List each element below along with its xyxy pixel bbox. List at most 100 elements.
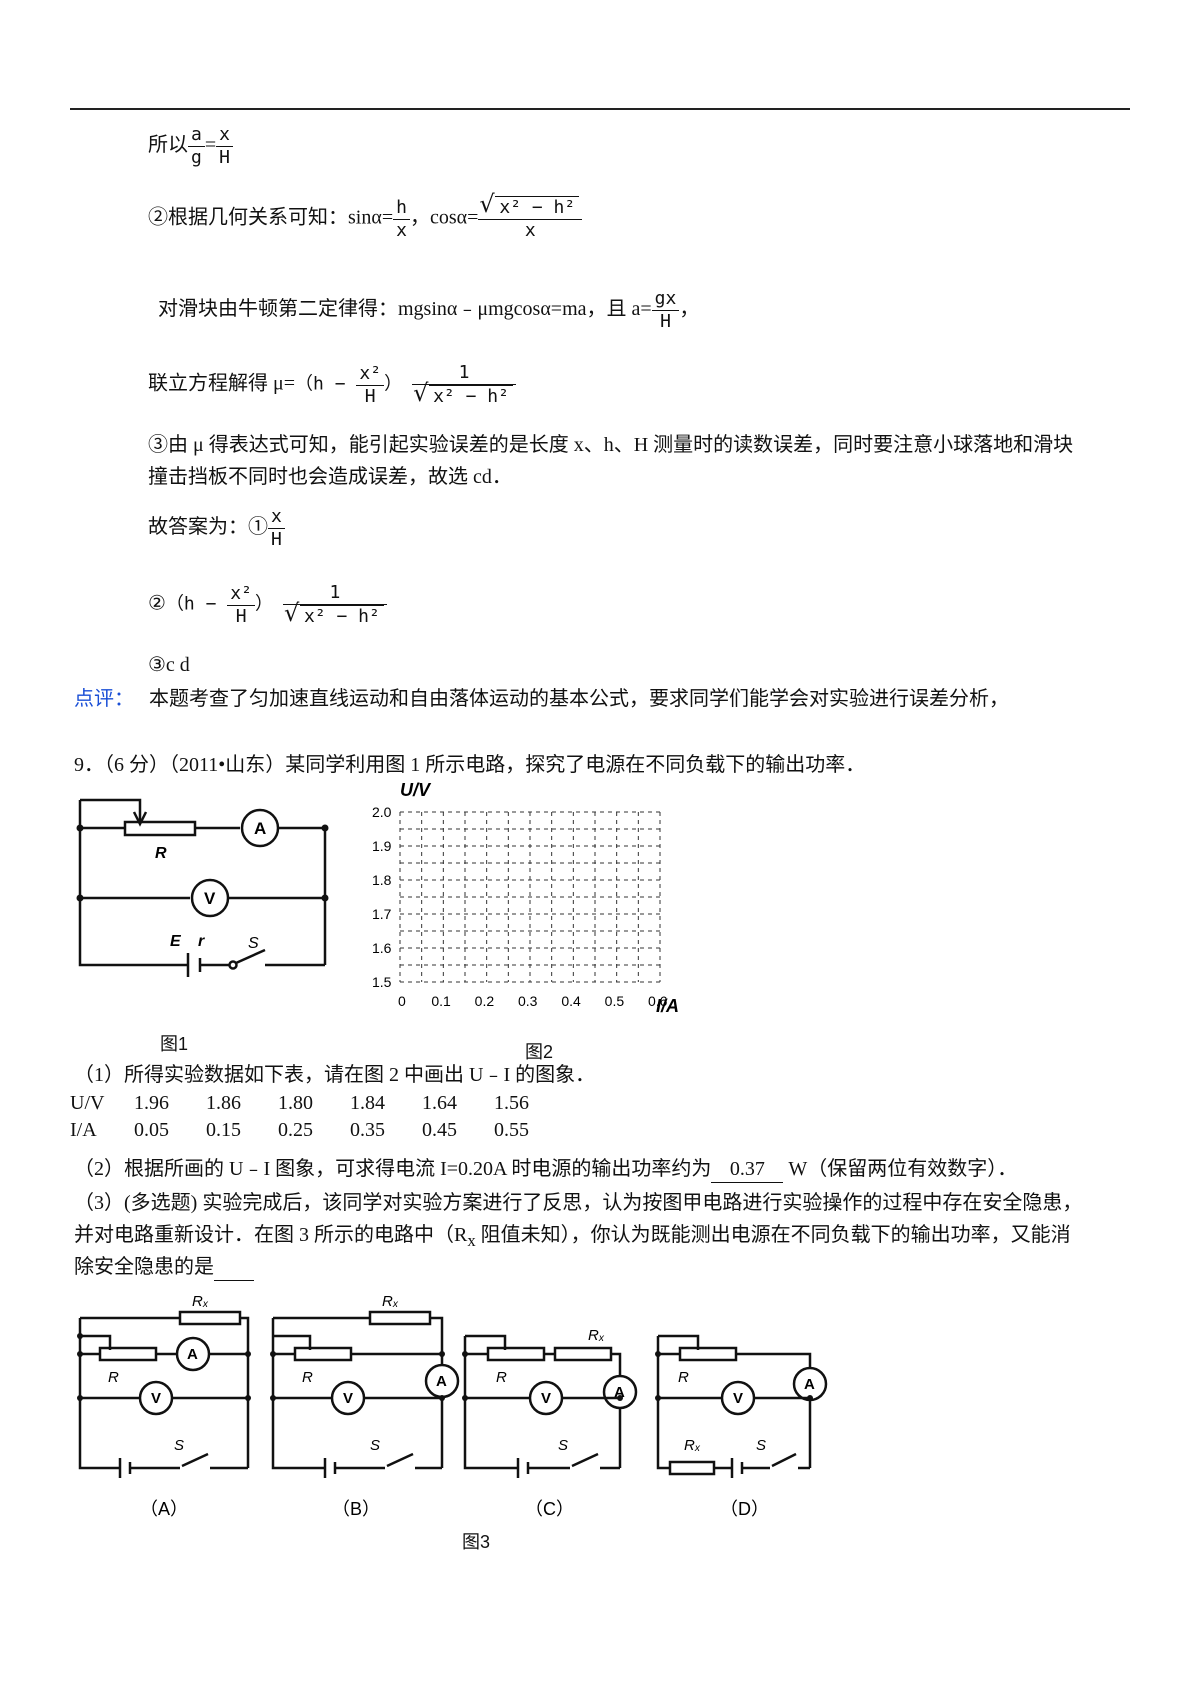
voltmeter-label-b: V: [343, 1390, 353, 1407]
figure-3-caption: 图3: [462, 1532, 491, 1552]
fraction-denominator: x² − h²: [283, 602, 387, 628]
fraction-denominator: g: [191, 147, 202, 168]
option-label-c: （C）: [525, 1499, 574, 1519]
fraction-numerator: gx: [651, 288, 680, 311]
r-label-d: R: [678, 1369, 689, 1386]
fraction-one-over-sqrt: 1x² − h²: [412, 362, 516, 408]
sqrt-expression: x² − h²: [479, 193, 580, 219]
switch-label: S: [248, 935, 259, 952]
circuit-b: [271, 1310, 460, 1478]
sub-question-3-line2: 并对电路重新设计．在图 3 所示的电路中（Rx 阻值未知），你认为既能测出电源在…: [74, 1222, 1071, 1254]
solution-line-geometry: ②根据几何关系可知：sinα=hx，cosα=x² − h²x: [148, 193, 583, 242]
voltmeter-label-c: V: [541, 1390, 551, 1407]
sqrt-expression: x² − h²: [284, 602, 384, 628]
sub-question-2: （2）根据所画的 U﹣I 图象，可求得电流 I=0.20A 时电源的输出功率约为…: [74, 1156, 1017, 1183]
table-cell: 0.25: [278, 1119, 313, 1141]
fraction-denominator: x² − h²: [412, 382, 516, 408]
fraction-denominator: H: [235, 605, 247, 627]
table-cell: 0.45: [422, 1119, 457, 1141]
ammeter-label-a: A: [187, 1346, 198, 1363]
table-row-u: U/V 1.96 1.86 1.80 1.84 1.64 1.56: [70, 1090, 566, 1117]
circuit-a: [78, 1310, 250, 1478]
question-9-title: 9．（6 分）（2011•山东）某同学利用图 1 所示电路，探究了电源在不同负载…: [74, 754, 866, 776]
x-axis-label: I/A: [656, 996, 679, 1016]
ammeter-label-c: A: [614, 1384, 625, 1401]
sub-question-1: （1）所得实验数据如下表，请在图 2 中画出 U﹣I 的图象．: [74, 1064, 596, 1086]
paren-close: ）: [384, 373, 403, 395]
fraction-denominator: H: [364, 385, 376, 407]
voltmeter-label-a: V: [151, 1390, 161, 1407]
data-table: U/V 1.96 1.86 1.80 1.84 1.64 1.56 I/A 0.…: [70, 1090, 566, 1144]
fraction-denominator: H: [271, 529, 282, 550]
voltmeter-label-d: V: [733, 1390, 743, 1407]
table-row-i: I/A 0.05 0.15 0.25 0.35 0.45 0.55: [70, 1117, 566, 1144]
table-cell: 1.86: [206, 1092, 241, 1114]
y-tick-label: 2.0: [372, 804, 392, 820]
x-tick-label: 0.1: [431, 993, 451, 1009]
q3-text-b: 阻值未知），你认为既能测出电源在不同负载下的输出功率，又能消: [475, 1224, 1071, 1246]
circuit-d: [656, 1334, 828, 1478]
q2-tail: W（保留两位有效数字）．: [783, 1158, 1018, 1180]
y-tick-label: 1.8: [372, 872, 392, 888]
y-tick-label: 1.5: [372, 974, 392, 990]
fraction-denominator: H: [660, 311, 671, 332]
y-axis-label: U/V: [400, 780, 432, 800]
x-tick-label: 0.3: [518, 993, 538, 1009]
fraction-cos: x² − h²x: [478, 193, 583, 242]
rx-label-b: Rₓ: [382, 1293, 399, 1310]
answer-line-2: ②（h − x²H） 1x² − h²: [148, 582, 387, 628]
newton-text: 对滑块由牛顿第二定律得：mgsinα﹣μmgcosα=ma，且 a=: [158, 298, 652, 321]
voltmeter-label: V: [204, 889, 216, 908]
option-label-a: （A）: [140, 1499, 188, 1519]
q2-answer-blank: 0.37: [711, 1156, 784, 1183]
s-label-d: S: [756, 1437, 766, 1454]
ratio-prefix: 所以: [148, 134, 188, 157]
y-tick-label: 1.7: [372, 906, 392, 922]
s-label-a: S: [174, 1437, 184, 1454]
newton-tail: ，: [679, 298, 700, 321]
emf-label: E: [170, 933, 182, 950]
fraction-numerator: x: [268, 506, 285, 529]
paren-close: ）: [254, 593, 273, 615]
x-tick-label: 0.2: [475, 993, 495, 1009]
x-tick-label: 0: [398, 993, 406, 1009]
fraction-denominator: x: [396, 219, 407, 241]
q3-text-c: 除安全隐患的是: [74, 1256, 214, 1278]
table-cell: 1.96: [134, 1092, 169, 1114]
internal-resistance-label: r: [198, 933, 205, 950]
table-cell: 0.55: [494, 1119, 529, 1141]
resistor-label: R: [155, 845, 167, 862]
sqrt-expression: x² − h²: [413, 382, 513, 408]
r-label-c: R: [496, 1369, 507, 1386]
equals-sign: =: [204, 134, 217, 157]
table-row-header: I/A: [70, 1119, 97, 1141]
rx-label-d: Rₓ: [684, 1437, 701, 1454]
fraction-denominator: x: [524, 220, 536, 241]
circuit-c: [463, 1334, 638, 1478]
answer-prefix: 故答案为：①: [148, 516, 268, 539]
ammeter-label-d: A: [804, 1376, 815, 1393]
table-cell: 1.56: [494, 1092, 529, 1114]
geometry-prefix: ②根据几何关系可知：sinα=: [148, 206, 394, 229]
x-tick-label: 0.6: [648, 993, 668, 1009]
mu-prefix: 联立方程解得 μ=: [148, 372, 296, 395]
table-cell: 1.80: [278, 1092, 313, 1114]
r-label-a: R: [108, 1369, 119, 1386]
s-label-c: S: [558, 1437, 568, 1454]
solution-line-mu: 联立方程解得 μ=（h − x²H） 1x² − h²: [148, 362, 516, 408]
ammeter-label: A: [254, 819, 266, 838]
geometry-mid: ，cosα=: [409, 206, 479, 229]
comment-label: 点评：: [74, 688, 134, 710]
fraction-denominator: H: [219, 147, 230, 168]
figure-3-circuits: Rₓ R S Rₓ R S Rₓ R S R Rₓ S A V A V A V …: [77, 1293, 828, 1519]
table-row-header: U/V: [70, 1092, 105, 1114]
figure-1-caption: 图1: [160, 1034, 189, 1054]
answer-line-3: ③c d: [148, 654, 190, 676]
paren-open: （h −: [295, 373, 357, 395]
q2-text: （2）根据所画的 U﹣I 图象，可求得电流 I=0.20A 时电源的输出功率约为: [74, 1158, 712, 1180]
